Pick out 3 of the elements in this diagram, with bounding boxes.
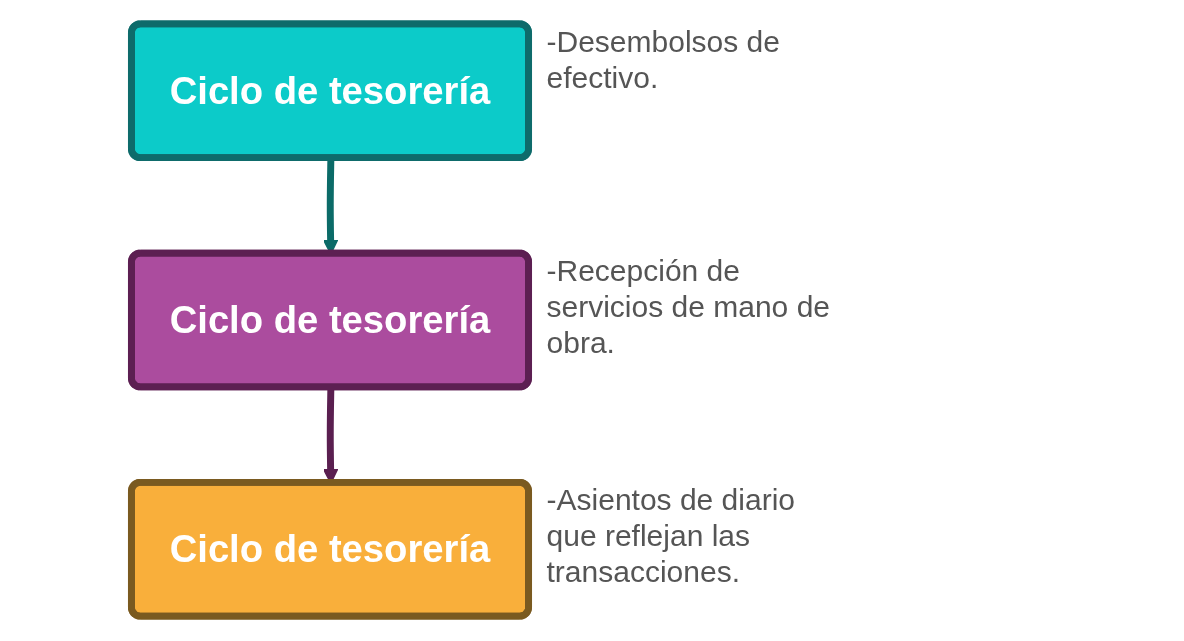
node-note: -Desembolsos de efectivo. bbox=[546, 23, 781, 96]
node-note: -Asientos de diario que reflejan las transacciones. bbox=[546, 482, 796, 591]
node-note: -Recepción de servicios de mano de obra. bbox=[546, 253, 831, 362]
